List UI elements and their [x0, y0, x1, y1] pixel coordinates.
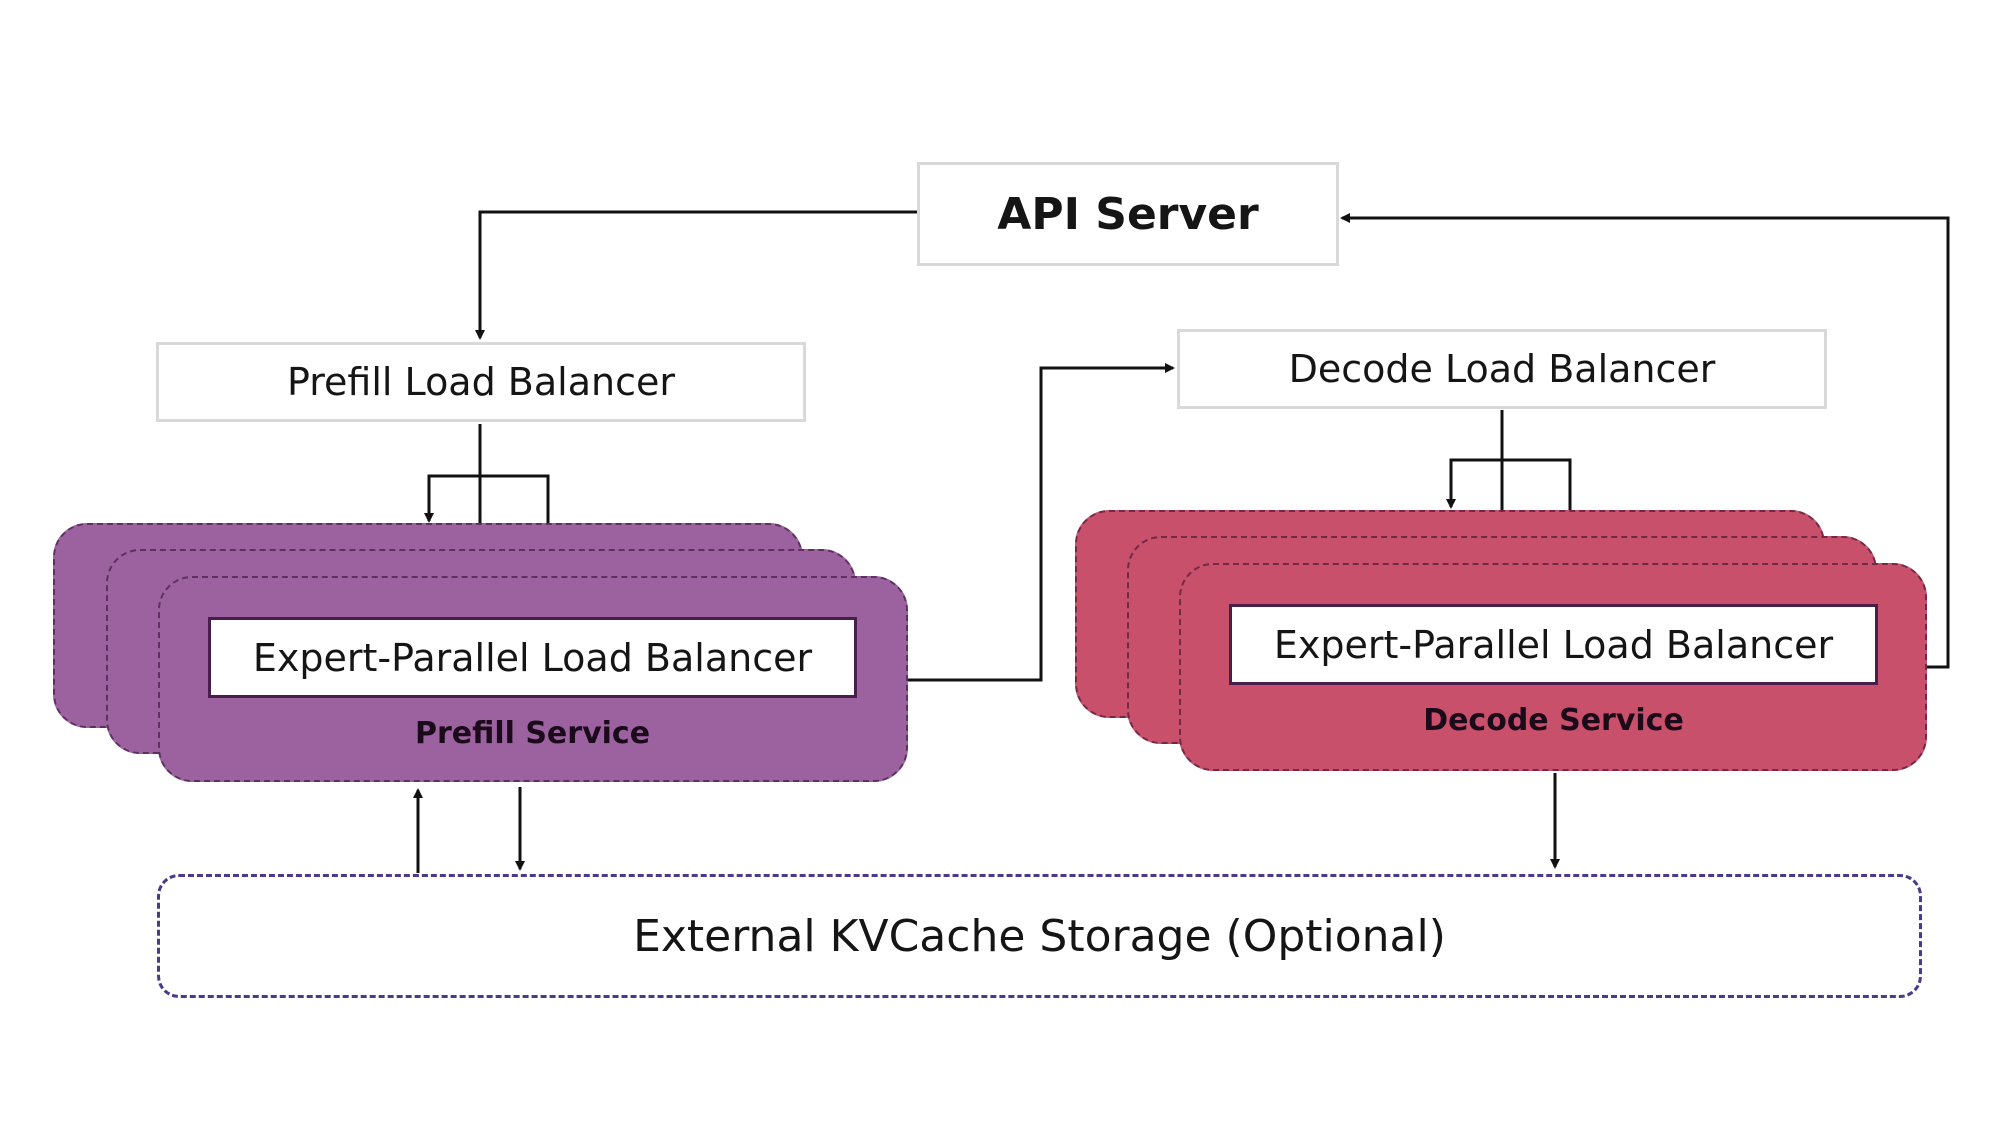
- decode-load-balancer-box: Decode Load Balancer: [1177, 329, 1827, 409]
- api-server-label: API Server: [997, 188, 1259, 240]
- decode-service-label: Decode Service: [1423, 703, 1684, 738]
- prefill-expert-parallel-load-balancer-label: Expert-Parallel Load Balancer: [252, 635, 813, 680]
- prefill-load-balancer-box: Prefill Load Balancer: [156, 342, 806, 422]
- arrow-prefill-lb-left: [424, 474, 480, 523]
- api-server-box: API Server: [917, 162, 1339, 266]
- prefill-service-label: Prefill Service: [414, 716, 651, 751]
- arrow-decode-to-api: [1340, 213, 1950, 669]
- external-kvcache-storage-label: External KVCache Storage (Optional): [633, 910, 1446, 962]
- arrow-decode-lb-left: [1446, 458, 1502, 509]
- external-kvcache-storage-box: External KVCache Storage (Optional): [157, 874, 1922, 998]
- decode-expert-parallel-load-balancer-label: Expert-Parallel Load Balancer: [1273, 622, 1834, 667]
- prefill-load-balancer-label: Prefill Load Balancer: [287, 360, 675, 404]
- prefill-expert-parallel-load-balancer-box: Expert-Parallel Load Balancer: [208, 617, 857, 698]
- arrow-api-to-prefill-lb: [475, 210, 918, 340]
- decode-load-balancer-label: Decode Load Balancer: [1288, 347, 1716, 391]
- arrow-prefill-to-decode-lb: [908, 363, 1175, 682]
- decode-expert-parallel-load-balancer-box: Expert-Parallel Load Balancer: [1229, 604, 1878, 685]
